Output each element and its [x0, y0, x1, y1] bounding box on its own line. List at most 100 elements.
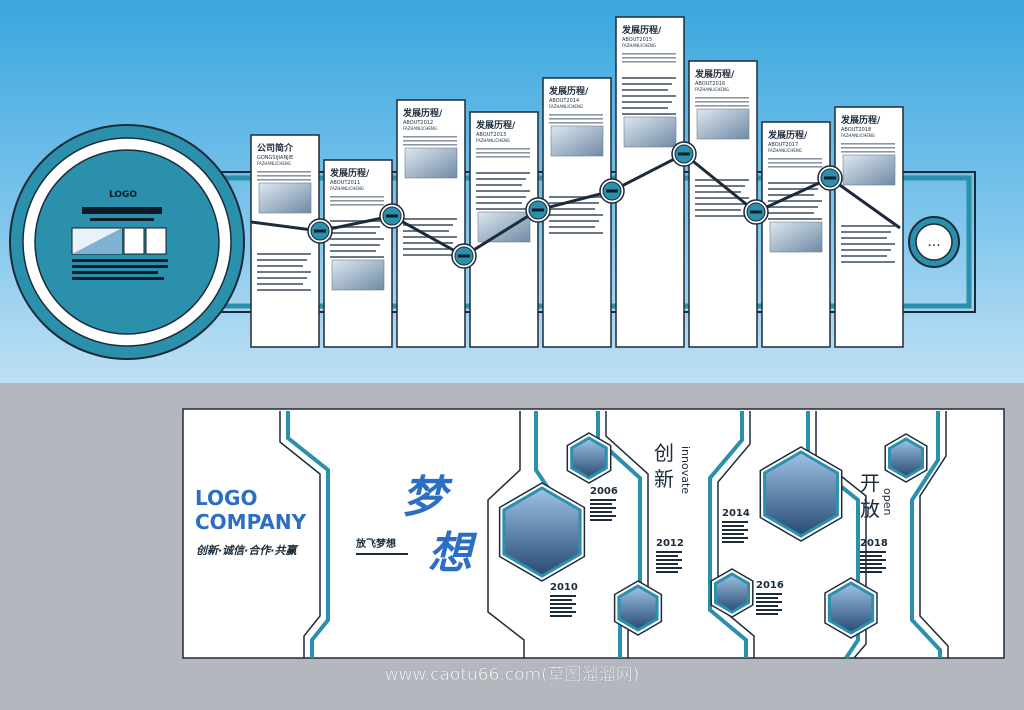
panel-sub: ABOUT2018	[841, 127, 871, 133]
year-text-line	[860, 567, 886, 569]
year-label: 2010	[550, 582, 578, 593]
innovate-char-1: 创	[654, 441, 674, 465]
bottom-logo: LOGO	[195, 486, 257, 510]
panel-text-line	[768, 182, 822, 184]
year-text-line	[722, 525, 744, 527]
open-en: open	[881, 488, 894, 515]
panel-text-line	[622, 95, 676, 97]
panel-body	[323, 159, 393, 348]
timeline-node	[817, 165, 843, 191]
bottom-company: COMPANY	[195, 510, 307, 534]
hex-photo	[759, 446, 843, 542]
year-text-line	[590, 507, 616, 509]
panel-text-line	[257, 259, 307, 261]
year-block: 2018	[860, 538, 888, 573]
panel-text-line	[330, 232, 376, 234]
panel-text-line	[549, 208, 595, 210]
panel-text-line	[768, 162, 822, 164]
panel-text-line	[695, 179, 749, 181]
watermark: www.caotu66.com(草图溜溜网)	[385, 665, 640, 685]
panel-text-line	[768, 158, 822, 160]
panel-text-line	[695, 197, 749, 199]
panel-text-line	[257, 171, 311, 173]
panel-text-line	[403, 224, 453, 226]
disc-text-line-1	[72, 259, 168, 262]
panel-text-line	[257, 283, 303, 285]
year-label: 2016	[756, 580, 784, 591]
year-text-line	[656, 563, 678, 565]
year-text-line	[656, 571, 678, 573]
year-label: 2018	[860, 538, 888, 549]
panel-text-line	[841, 143, 895, 145]
panel-text-line	[403, 144, 457, 146]
innovate-char-2: 新	[654, 467, 674, 491]
panel-sub: ABOUT2011	[330, 180, 360, 186]
hex-photo	[710, 568, 754, 618]
panel-text-line	[257, 265, 303, 267]
year-text-line	[756, 613, 778, 615]
timeline-node	[451, 243, 477, 269]
panel-title: 发展历程/	[840, 114, 881, 126]
panel-photo	[477, 211, 531, 243]
year-text-line	[590, 499, 616, 501]
dream-subtitle: 放飞梦想	[355, 537, 396, 550]
circuit-trim	[286, 411, 942, 660]
panel-sub: ABOUT2016	[695, 81, 725, 87]
disc-logo-text: LOGO	[109, 190, 137, 200]
panel-title: 发展历程/	[548, 85, 589, 97]
panel-sub: ABOUT2013	[476, 132, 506, 138]
panel-text-line	[549, 214, 603, 216]
panel-text-line	[476, 208, 530, 210]
panel-text-line	[476, 178, 526, 180]
dream-char-1: 梦	[402, 472, 453, 523]
panel-pinyin: FAZHANLICHENG	[768, 148, 802, 153]
panel-title: 公司简介	[257, 142, 294, 154]
year-text-line	[722, 537, 748, 539]
panel-text-line	[330, 226, 380, 228]
panel-text-line	[549, 196, 603, 198]
panel-text-line	[549, 220, 599, 222]
panel-pinyin: FAZHANLICHENG	[622, 43, 656, 48]
year-text-line	[860, 571, 882, 573]
panel-title: 发展历程/	[767, 129, 808, 141]
panel-text-line	[622, 107, 668, 109]
year-text-line	[550, 599, 572, 601]
panel-photo	[331, 259, 385, 291]
innovate-en: innovate	[679, 446, 692, 494]
panel-text-line	[330, 256, 384, 258]
year-text-line	[860, 559, 886, 561]
panel-text-line	[257, 175, 311, 177]
panel-body	[615, 16, 685, 348]
year-text-line	[590, 503, 612, 505]
panel-text-line	[695, 191, 741, 193]
panel-text-line	[257, 179, 311, 181]
panel-text-line	[403, 136, 457, 138]
disc-image-3	[145, 227, 167, 255]
panel-text-line	[476, 196, 526, 198]
panel-text-line	[549, 202, 599, 204]
panel-text-line	[695, 203, 745, 205]
open-char-1: 开	[860, 471, 880, 495]
year-text-line	[590, 515, 616, 517]
panel-text-line	[476, 152, 530, 154]
top-wall: LOGO 公司简介GONGSIJIANJIEFAZHANLICHENG发展历程/…	[9, 16, 976, 360]
panel-text-line	[549, 122, 603, 124]
panel-title: 发展历程/	[329, 167, 370, 179]
timeline-node	[599, 178, 625, 204]
hex-photo	[613, 580, 663, 636]
year-text-line	[656, 555, 678, 557]
panel-photo	[404, 147, 458, 179]
year-text-line	[756, 609, 782, 611]
year-label: 2012	[656, 538, 684, 549]
panel-text-line	[330, 250, 376, 252]
panel-text-line	[622, 57, 676, 59]
panel-pinyin: FAZHANLICHENG	[841, 133, 875, 138]
hex-photos	[498, 432, 928, 639]
year-block: 2016	[756, 580, 784, 615]
panel-text-line	[841, 261, 895, 263]
panel-text-line	[695, 101, 749, 103]
